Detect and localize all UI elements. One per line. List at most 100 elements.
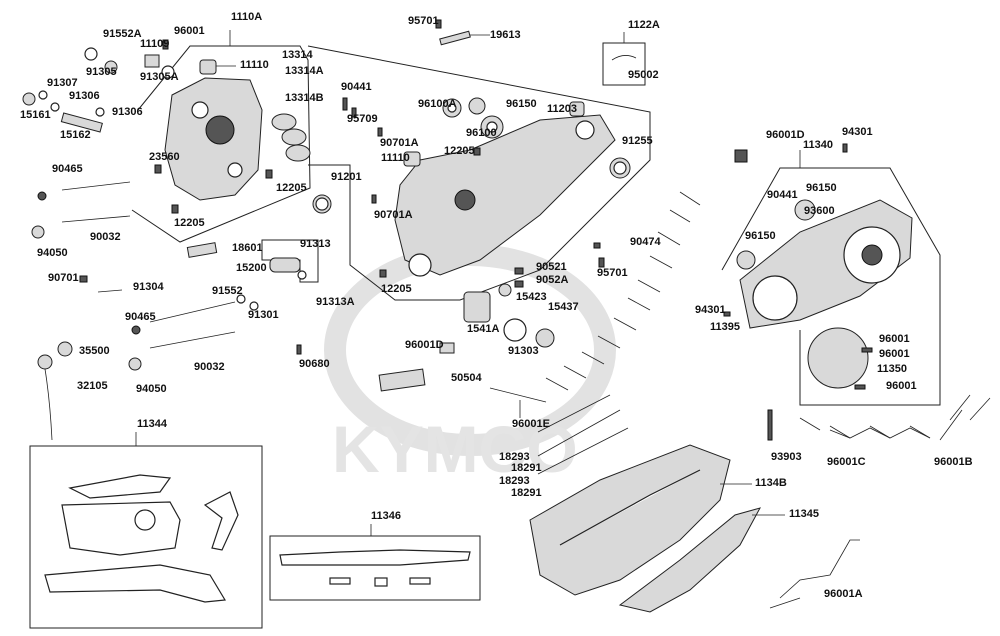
part-label-91301: 91301 — [248, 309, 279, 321]
part-label-95002: 95002 — [628, 69, 659, 81]
part-label-95709: 95709 — [347, 113, 378, 125]
lower-right-bolts — [767, 394, 991, 441]
part-label-91305: 91305 — [86, 66, 117, 78]
part-label-18293: 18293 — [499, 475, 530, 487]
part-label-9052A: 9052A — [536, 274, 568, 286]
part-label-15161: 15161 — [20, 109, 51, 121]
part-label-96001D: 96001D — [766, 129, 805, 141]
dowel-12205-a — [171, 204, 179, 214]
washer-90465-a — [37, 191, 47, 201]
nut-94050-a — [31, 225, 45, 239]
plate-11109 — [144, 54, 160, 68]
part-label-11344: 11344 — [137, 418, 168, 430]
bolt-94301-b — [723, 311, 731, 317]
oring-91307 — [38, 90, 48, 100]
part-label-91306: 91306 — [69, 90, 100, 102]
bolt-9052A — [514, 280, 524, 288]
part-label-96150: 96150 — [806, 182, 837, 194]
part-label-11203: 11203 — [547, 103, 577, 115]
part-label-91303: 91303 — [508, 345, 539, 357]
plate-11350 — [807, 327, 869, 389]
oring-91301 — [249, 301, 259, 311]
part-label-1134B: 1134B — [755, 477, 787, 489]
part-label-11345: 11345 — [789, 508, 819, 520]
part-label-96001: 96001 — [174, 25, 205, 37]
part-label-91313A: 91313A — [316, 296, 355, 308]
part-label-91304: 91304 — [133, 281, 164, 293]
dowel-12205-b — [265, 169, 273, 179]
part-label-1541A: 1541A — [467, 323, 499, 335]
oring-91313A — [297, 270, 307, 280]
part-label-15423: 15423 — [516, 291, 547, 303]
part-label-96100: 96100 — [466, 127, 497, 139]
part-label-11110: 11110 — [381, 152, 410, 164]
part-label-90521: 90521 — [536, 261, 567, 273]
bolt-96001-top — [162, 39, 169, 50]
part-label-90441: 90441 — [341, 81, 372, 93]
part-label-11110: 11110 — [240, 59, 269, 71]
gasket-piece-2 — [61, 501, 181, 556]
part-label-96001: 96001 — [879, 333, 910, 345]
bolt-95701-top — [435, 19, 442, 29]
crankcase-left-group — [131, 30, 311, 243]
part-label-96100A: 96100A — [418, 98, 457, 110]
strainer-18601 — [186, 242, 218, 258]
clip-19613 — [439, 30, 471, 46]
gasket-piece-4 — [44, 564, 227, 603]
outer-cover-group — [529, 444, 860, 613]
spring-15423 — [498, 283, 512, 297]
bushing-11110-r — [403, 151, 421, 167]
part-label-90701: 90701 — [48, 272, 79, 284]
part-label-15437: 15437 — [548, 301, 579, 313]
part-label-50504: 50504 — [451, 372, 482, 384]
part-label-35500: 35500 — [79, 345, 110, 357]
bolt-96001D-mid — [439, 342, 455, 354]
oring-91305A — [161, 65, 175, 79]
part-label-18291: 18291 — [511, 462, 542, 474]
part-label-11340: 11340 — [803, 139, 833, 151]
bolt-96001D — [734, 149, 748, 163]
part-label-11350: 11350 — [877, 363, 907, 375]
shaft-15162 — [60, 112, 103, 133]
part-label-13314: 13314 — [282, 49, 313, 61]
part-label-12205: 12205 — [174, 217, 205, 229]
bolt-95701-mid — [598, 257, 605, 268]
oil-seal-96150 — [468, 97, 486, 115]
part-label-11109: 11109 — [140, 38, 169, 50]
watermark-text: KYMCO — [332, 412, 578, 486]
part-label-13314B: 13314B — [285, 92, 324, 104]
oring-91552 — [236, 294, 246, 304]
part-label-93600: 93600 — [804, 205, 835, 217]
part-label-91306: 91306 — [112, 106, 143, 118]
top-small-parts — [22, 19, 646, 278]
strainer-group — [186, 239, 605, 392]
gasket-box-11346 — [269, 524, 481, 601]
part-label-91552: 91552 — [212, 285, 243, 297]
seal-96150-b — [794, 199, 816, 221]
sensor-32105 — [37, 354, 53, 370]
part-label-96001C: 96001C — [827, 456, 866, 468]
part-label-1110A: 1110A — [231, 11, 262, 23]
sensor-35500 — [57, 341, 73, 357]
outer-cover-1134B — [529, 444, 731, 596]
part-label-96001: 96001 — [886, 380, 917, 392]
box-91313 — [261, 239, 319, 283]
oring-91306-b — [95, 107, 105, 117]
part-label-90032: 90032 — [90, 231, 121, 243]
dowel-12205-d — [379, 269, 387, 278]
part-label-91307: 91307 — [47, 77, 78, 89]
part-label-11395: 11395 — [710, 321, 740, 333]
bolt-fan-96001E — [489, 191, 701, 475]
dowel-12205-c — [473, 147, 481, 156]
part-label-19613: 19613 — [490, 29, 521, 41]
part-label-96150: 96150 — [745, 230, 776, 242]
crankcase-right-group — [307, 45, 651, 301]
pin-90680 — [296, 344, 302, 355]
screen-15200 — [269, 257, 301, 273]
bushing-11110 — [199, 59, 217, 75]
gasket-box-11344 — [29, 432, 263, 629]
part-label-18601: 18601 — [232, 242, 263, 254]
part-label-12205: 12205 — [276, 182, 307, 194]
bolt-93903 — [767, 409, 773, 441]
seal-91305 — [104, 60, 118, 74]
